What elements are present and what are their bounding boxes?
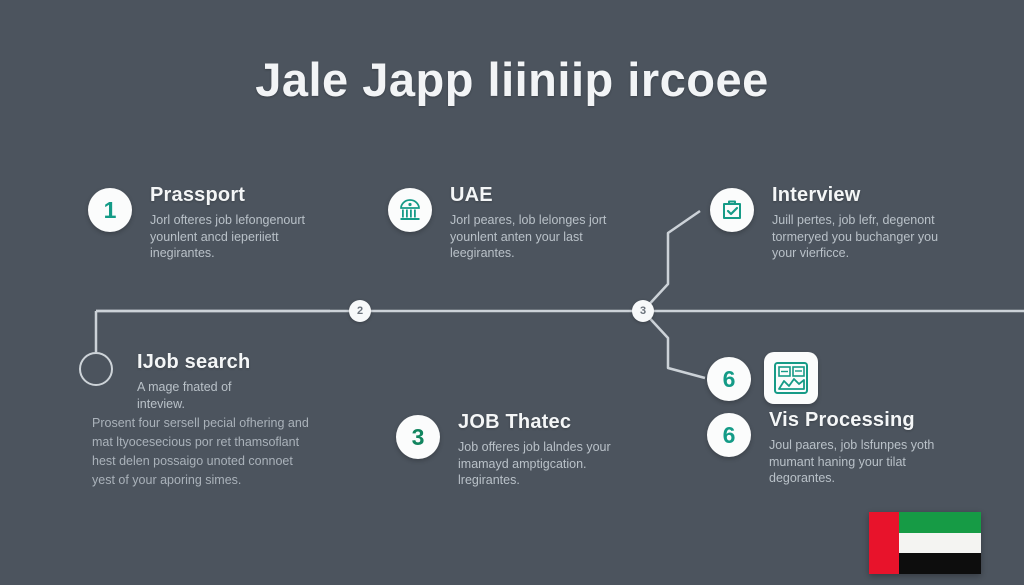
desc-line: leegirantes.: [450, 246, 515, 260]
clipboard-check-icon: [710, 188, 754, 232]
step-description: A mage fnated of inteview.: [137, 379, 337, 412]
step-description: Juill pertes, job lefr, degenont tormery…: [772, 212, 972, 262]
step-title: Interview: [772, 184, 861, 206]
step-title: Prassport: [150, 184, 246, 206]
uae-flag: [869, 512, 981, 575]
desc-line: Joul paares, job lsfunpes yoth: [769, 438, 935, 452]
step-description: Joul paares, job lsfunpes yoth mumant ha…: [769, 437, 979, 487]
step-description: Jorl peares, lob lelonges jort younlent …: [450, 212, 640, 262]
body-paragraph: Prosent four sersell pecial ofhering and…: [92, 414, 342, 490]
desc-line: imamayd amptigcation.: [458, 456, 587, 471]
step-badge-1: 1: [88, 188, 132, 232]
flag-stripe-green: [899, 512, 981, 533]
step-title: JOB Thatec: [458, 411, 572, 433]
flag-red-band: [869, 512, 899, 574]
desc-line: Jorl peares, lob lelonges jort: [450, 213, 607, 227]
step-content: JOB Thatec Job offeres job lalndes your …: [458, 411, 658, 489]
step-title: UAE: [450, 184, 493, 206]
bank-icon: [388, 188, 432, 232]
desc-line: tormeryed you buchanger you: [772, 229, 939, 244]
desc-line: inteview.: [137, 396, 185, 411]
paragraph-line: Prosent four sersell pecial ofhering and: [92, 416, 309, 430]
step-badge-6: 6: [707, 413, 751, 457]
flag-stripe-white: [899, 532, 981, 554]
step-content: Interview Juill pertes, job lefr, degeno…: [772, 184, 972, 262]
timeline-node-2[interactable]: 2: [349, 300, 371, 322]
desc-line: Jorl ofteres job lefongenourt: [150, 213, 305, 227]
paragraph-line: mat ltyocesecious por ret thamsoflant: [92, 435, 300, 449]
desc-line: Juill pertes, job lefr, degenont: [772, 213, 935, 227]
flag-stripe-black: [899, 553, 981, 575]
desc-line: your vierficce.: [772, 246, 850, 260]
ring-node-icon: [79, 352, 113, 386]
timeline-node-3[interactable]: 3: [632, 300, 654, 322]
desc-line: younlent anten your last: [450, 229, 583, 244]
step-content: Vis Processing Joul paares, job lsfunpes…: [769, 409, 979, 487]
step-title: IJob search: [137, 351, 251, 373]
step-title: Vis Processing: [769, 409, 915, 431]
step-content: UAE Jorl peares, lob lelonges jort younl…: [450, 184, 640, 262]
mid-badge-6[interactable]: 6: [707, 357, 751, 401]
desc-line: lregirantes.: [458, 473, 520, 487]
step-content: Prassport Jorl ofteres job lefongenourt …: [150, 184, 340, 262]
step-description: Jorl ofteres job lefongenourt younlent a…: [150, 212, 340, 262]
desc-line: Job offeres job lalndes your: [458, 440, 611, 454]
desc-line: degorantes.: [769, 471, 836, 485]
page-title: Jale Japp liiniip ircoee: [255, 53, 769, 106]
paragraph-line: yest of your aporing simes.: [92, 473, 242, 487]
desc-line: mumant haning your tilat: [769, 454, 906, 469]
step-description: Job offeres job lalndes your imamayd amp…: [458, 439, 658, 489]
desc-line: A mage fnated of: [137, 380, 232, 394]
step-content: IJob search A mage fnated of inteview.: [137, 351, 337, 412]
desc-line: inegirantes.: [150, 246, 215, 260]
paragraph-line: hest delen possaigo unoted connoet: [92, 454, 293, 468]
flag-stripes: [899, 512, 981, 575]
desc-line: younlent ancd ieperiiett: [150, 229, 279, 244]
step-badge-3: 3: [396, 415, 440, 459]
dashboard-chart-icon[interactable]: [764, 352, 818, 404]
